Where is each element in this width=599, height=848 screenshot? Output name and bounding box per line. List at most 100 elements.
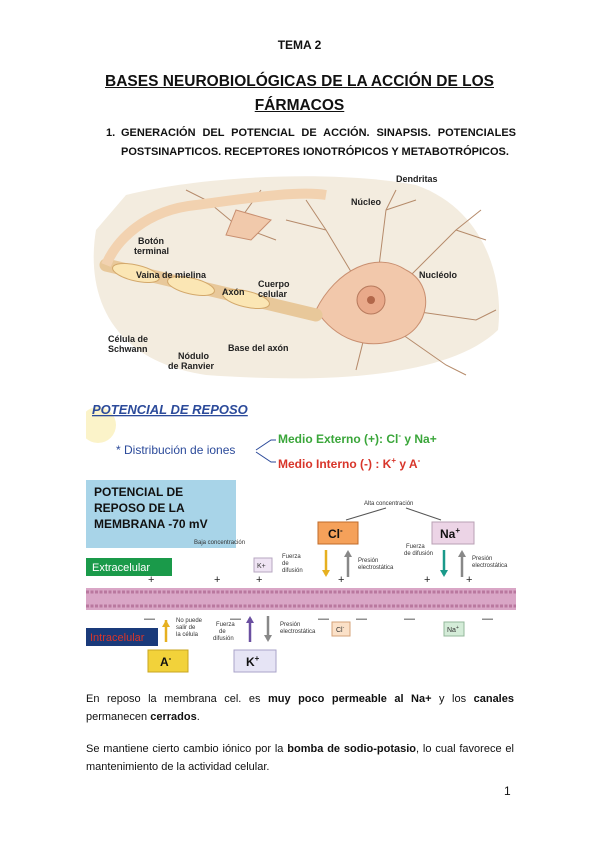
- label-nucleo: Núcleo: [351, 197, 382, 207]
- a-box: [147, 649, 189, 673]
- k-small-box: [253, 557, 273, 573]
- no-1: No puede: [176, 618, 203, 624]
- page-number: 1: [504, 784, 511, 798]
- p1-bold-2: canales: [473, 693, 514, 705]
- slide-potencial-reposo: POTENCIAL DE REPOSO * Distribución de io…: [86, 390, 516, 480]
- cl-small-label: Cl-: [336, 625, 345, 634]
- paragraph-pump: Se mantiene cierto cambio iónico por la …: [86, 740, 514, 776]
- na-box: [431, 521, 475, 545]
- negative-charges: — — — — — —: [144, 613, 493, 625]
- label-nodulo-1: Nódulo: [178, 351, 209, 361]
- svg-text:+: +: [466, 574, 472, 586]
- neuron-illustration: Dendritas Núcleo Botón terminal Vaina de…: [93, 174, 500, 379]
- presion-a-2: electrostática: [358, 565, 394, 571]
- brace-arrow-bottom: [255, 451, 276, 463]
- na-label: Na+: [440, 526, 460, 541]
- page-title-line2: FÁRMACOS: [254, 97, 345, 114]
- cl-small-box: [331, 621, 351, 637]
- label-baja: Baja concentración: [194, 540, 245, 546]
- svg-text:+: +: [424, 574, 430, 586]
- fuerza-b-1: Fuerza: [406, 544, 425, 550]
- label-axon: Axón: [222, 287, 245, 297]
- membrane-title-box: [86, 480, 236, 548]
- slide1-title: POTENCIAL DE REPOSO: [92, 402, 248, 417]
- p1-text-4: .: [196, 711, 200, 723]
- svg-text:+: +: [214, 574, 220, 586]
- na-small-box: [443, 621, 465, 637]
- k-pressure-head: [264, 635, 272, 642]
- svg-text:—: —: [318, 613, 329, 625]
- label-cuerpo-2: celular: [258, 289, 288, 299]
- svg-text:+: +: [256, 574, 262, 586]
- k-diffusion-head: [246, 616, 254, 623]
- extracelular-box: [86, 558, 172, 576]
- p1-text-2: y los: [431, 693, 474, 705]
- box-line3: MEMBRANA -70 mV: [94, 517, 208, 531]
- page-title-line1: BASES NEUROBIOLÓGICAS DE LA ACCIÓN DE LO…: [105, 73, 494, 90]
- svg-text:—: —: [356, 613, 367, 625]
- svg-text:+: +: [148, 574, 154, 586]
- svg-text:—: —: [482, 613, 493, 625]
- svg-text:—: —: [230, 613, 241, 625]
- a-blocked-head: [162, 620, 170, 627]
- header-tema: TEMA 2: [277, 38, 322, 52]
- fuerza-c-2: de: [219, 629, 226, 635]
- slide1-distribucion: * Distribución de iones: [116, 443, 235, 457]
- presion-a-1: Presión: [358, 558, 378, 564]
- k-small-label: K+: [257, 563, 266, 570]
- page-title: BASES NEUROBIOLÓGICAS DE LA ACCIÓN DE LO…: [0, 70, 599, 118]
- fuerza-a-1: Fuerza: [282, 554, 301, 560]
- k-box: [233, 649, 277, 673]
- k-label: K+: [246, 654, 260, 669]
- small-neuron: [225, 209, 272, 241]
- no-3: la célula: [176, 632, 199, 638]
- no-2: salir de: [176, 625, 196, 631]
- p1-text-1: En reposo la membrana cel. es: [86, 693, 268, 705]
- brace-arrow-top: [255, 439, 276, 451]
- label-boton-2: terminal: [134, 246, 169, 256]
- na-pressure-head: [458, 550, 466, 557]
- svg-text:—: —: [404, 613, 415, 625]
- p1-bold-1: muy poco permeable al Na+: [267, 693, 432, 705]
- label-vaina: Vaina de mielina: [136, 270, 207, 280]
- upper-axon: [101, 188, 327, 268]
- p2-bold-1: bomba de sodio-potasio: [287, 743, 416, 755]
- section-text: GENERACIÓN DEL POTENCIAL DE ACCIÓN. SINA…: [121, 127, 516, 158]
- label-nodulo-2: de Ranvier: [168, 361, 215, 371]
- box-line2: REPOSO DE LA: [94, 501, 185, 515]
- label-alta: Alta concentración: [364, 501, 413, 507]
- extracelular-label: Extracelular: [92, 562, 150, 574]
- fuerza-c-1: Fuerza: [216, 622, 235, 628]
- label-celula-1: Célula de: [108, 334, 148, 344]
- label-dendritas: Dendritas: [396, 174, 438, 184]
- a-label: A-: [160, 654, 172, 669]
- presion-c-2: electrostática: [280, 629, 316, 635]
- cl-label: Cl-: [328, 526, 343, 541]
- svg-text:+: +: [338, 574, 344, 586]
- myelin-sheath: [112, 263, 270, 309]
- na-small-label: Na+: [447, 625, 459, 634]
- label-boton-1: Botón: [138, 236, 164, 246]
- label-cuerpo-1: Cuerpo: [258, 279, 290, 289]
- nucleolus: [367, 296, 375, 304]
- slide1-bulb: [86, 407, 116, 443]
- p2-text-2: , lo cual favorece el mantenimiento de l…: [86, 743, 514, 773]
- slide1-background: [86, 390, 516, 480]
- presion-c-1: Presión: [280, 622, 300, 628]
- na-diffusion-head: [440, 570, 448, 577]
- p1-text-3: permanecen: [86, 711, 151, 723]
- alta-pointer: [345, 507, 442, 521]
- label-nucleolo: Nucléolo: [419, 270, 458, 280]
- fuerza-a-3: difusión: [282, 568, 303, 574]
- label-base: Base del axón: [228, 343, 289, 353]
- intracelular-box: [86, 628, 158, 646]
- svg-text:—: —: [144, 613, 155, 625]
- p2-text-1: Se mantiene cierto cambio iónico por la: [86, 743, 288, 755]
- membrane-diagram: POTENCIAL DE REPOSO DE LA MEMBRANA -70 m…: [86, 480, 516, 680]
- paragraph-permeability: En reposo la membrana cel. es muy poco p…: [86, 690, 514, 726]
- section-number: 1.: [106, 127, 116, 139]
- p1-bold-3: cerrados: [150, 711, 197, 723]
- fuerza-a-2: de: [282, 561, 289, 567]
- cl-diffusion-head: [322, 570, 330, 577]
- intracelular-label: Intracelular: [90, 632, 145, 644]
